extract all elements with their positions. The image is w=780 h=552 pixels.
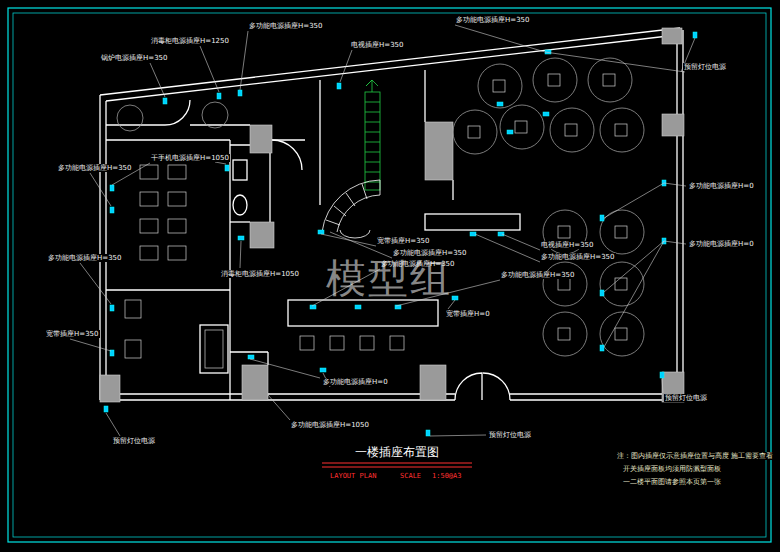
note-line: 注：图内插座仅示意插座位置与高度 施工需要查看 <box>616 452 774 460</box>
socket-callout: 多功能电源插座H=350 <box>57 164 133 172</box>
watermark: 模型组 <box>326 256 452 300</box>
scale-text: 1:50@A3 <box>432 472 462 480</box>
socket-callout: 宽带插座H=350 <box>45 330 100 338</box>
drawing-caption: LAYOUT PLAN <box>330 472 376 480</box>
scale-text: SCALE <box>400 472 421 480</box>
drawing-title: 一楼插座布置图 <box>355 445 439 459</box>
socket-callout: 多功能电源插座H=0 <box>688 182 755 190</box>
socket-callout: 多功能电源插座H=350 <box>47 254 123 262</box>
note-line: 开关插座面板均须用防溅型面板 <box>622 465 722 473</box>
note-line: 一二楼平面图请参照本页第一张 <box>622 478 722 486</box>
socket-callout: 多功能电源插座H=1050 <box>290 421 370 429</box>
socket-callout: 预留灯位电源 <box>488 431 532 439</box>
socket-callout: 预留灯位电源 <box>112 437 156 445</box>
socket-callout: 多功能电源插座H=0 <box>688 240 755 248</box>
socket-callout: 预留灯位电源 <box>664 394 708 402</box>
socket-callout: 电视插座H=350 <box>540 241 595 249</box>
socket-callout: 消毒柜电源插座H=1050 <box>220 270 300 278</box>
socket-callout: 多功能电源插座H=350 <box>540 253 616 261</box>
socket-callout: 消毒柜电源插座H=1250 <box>150 37 230 45</box>
socket-callout: 电视插座H=350 <box>350 41 405 49</box>
socket-callout: 预留灯位电源 <box>683 63 727 71</box>
socket-callout: 多功能电源插座H=0 <box>322 378 389 386</box>
socket-callout: 多功能电源插座H=350 <box>248 22 324 30</box>
socket-callout: 多功能电源插座H=350 <box>500 271 576 279</box>
socket-callout: 锅炉电源插座H=350 <box>100 54 169 62</box>
socket-callout: 宽带插座H=350 <box>376 237 431 245</box>
socket-callout: 宽带插座H=0 <box>445 310 491 318</box>
socket-callout: 干手机电源插座H=1050 <box>150 154 230 162</box>
socket-callout: 多功能电源插座H=350 <box>455 16 531 24</box>
